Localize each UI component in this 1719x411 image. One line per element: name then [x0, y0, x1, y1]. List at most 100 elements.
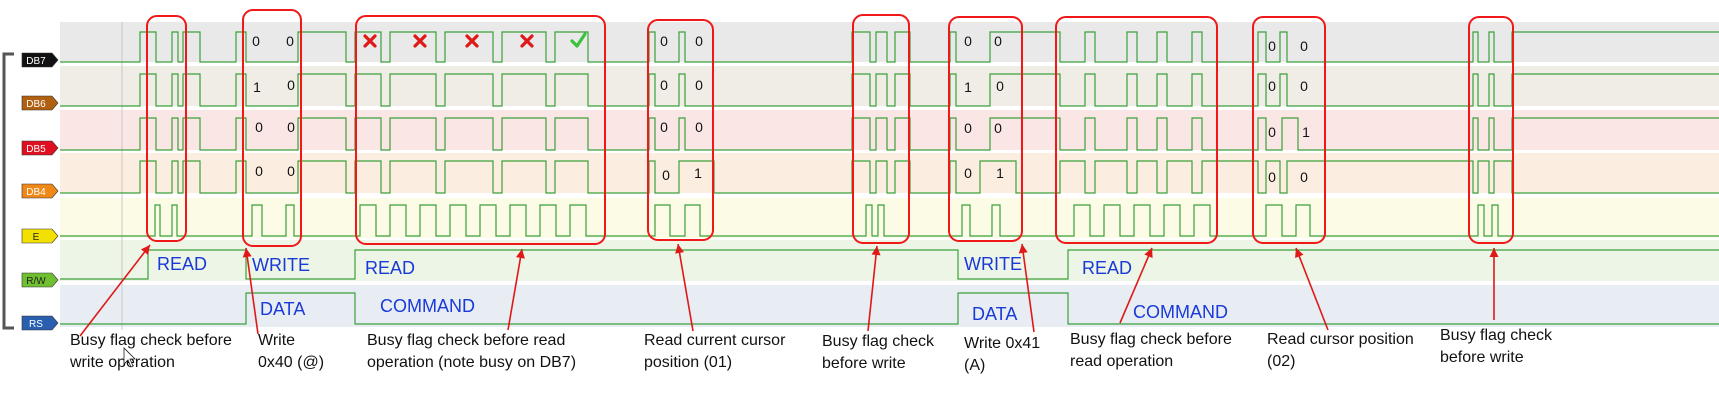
channel-group-bracket [2, 52, 14, 330]
arrow-head [675, 244, 684, 254]
bit-value: 0 [255, 119, 263, 135]
annotation-text: Read current cursor [644, 332, 786, 349]
bit-value: 0 [660, 119, 668, 135]
bit-value: 0 [287, 77, 295, 93]
bit-value: 1 [1302, 124, 1310, 140]
waveform-db7 [60, 31, 1719, 63]
bit-value: 0 [287, 119, 295, 135]
annotation-text: Busy flag check [822, 333, 935, 350]
bit-value: 0 [994, 120, 1002, 136]
waveform-db4 [60, 160, 1719, 194]
bit-value: 0 [660, 33, 668, 49]
lane-db6 [60, 66, 1719, 106]
channel-label-rw: R/W [26, 276, 46, 287]
lane-db7 [60, 22, 1719, 62]
annotation-text: write operation [69, 354, 175, 371]
bit-value: 0 [994, 33, 1002, 49]
cross-icon [520, 34, 534, 48]
waveform-rs [60, 292, 1719, 325]
annotation-text: before write [822, 355, 906, 372]
annotation-text: operation (note busy on DB7) [367, 354, 576, 371]
highlight-box-5 [852, 14, 910, 244]
bit-value: 0 [255, 163, 263, 179]
annotation-text: Busy flag check before [70, 332, 232, 349]
annotation-arrow [1021, 243, 1035, 333]
bit-value: 1 [996, 165, 1004, 181]
cross-icon [363, 34, 377, 48]
annotation-text: 0x40 (@) [258, 354, 324, 371]
bit-value: 0 [1268, 169, 1276, 185]
channel-tag-db5 [21, 140, 59, 156]
bit-value: 0 [996, 78, 1004, 94]
arrow-head [242, 248, 252, 258]
annotation-text: Busy flag check before [1070, 331, 1232, 348]
bit-value: 0 [1268, 78, 1276, 94]
annotation-text: Busy flag check [1440, 327, 1553, 344]
waveform-rw [60, 249, 1719, 280]
channel-tag-rs [21, 315, 59, 331]
highlight-box-3 [355, 15, 606, 245]
highlight-box-1 [146, 15, 187, 242]
bit-value: 0 [286, 33, 294, 49]
annotation-text: Write [258, 332, 295, 349]
bit-value: 0 [1268, 38, 1276, 54]
annotation-arrow [1119, 247, 1153, 324]
rw-label: READ [365, 258, 415, 278]
cross-icon [465, 34, 479, 48]
highlight-box-6 [948, 16, 1023, 242]
annotation-arrow [1295, 247, 1329, 331]
annotation-arrow [507, 248, 523, 331]
annotation-text: (A) [964, 357, 985, 374]
rw-label: WRITE [252, 255, 310, 275]
lane-db5 [60, 110, 1719, 150]
bit-value: 0 [662, 167, 670, 183]
lane-db4 [60, 153, 1719, 193]
channel-label-rs: RS [29, 319, 43, 330]
channel-label-db5: DB5 [26, 144, 46, 155]
bit-value: 1 [694, 165, 702, 181]
cross-icon [413, 34, 427, 48]
bit-value: 0 [695, 33, 703, 49]
annotation-text: Read cursor position [1267, 331, 1414, 348]
annotation-arrow [245, 247, 259, 335]
highlight-box-2 [242, 9, 302, 247]
waveform-db6 [60, 73, 1719, 107]
rs-label: COMMAND [380, 296, 475, 316]
lane-e [60, 198, 1719, 238]
bit-value: 0 [1300, 78, 1308, 94]
annotation-arrow [867, 245, 878, 332]
highlight-box-7 [1055, 16, 1218, 244]
bit-value: 0 [1268, 124, 1276, 140]
mouse-cursor-icon [123, 347, 136, 368]
arrow-head [140, 245, 150, 255]
highlight-box-9 [1468, 16, 1514, 244]
arrow-head [516, 249, 525, 259]
rw-label: WRITE [964, 254, 1022, 274]
waveform-db5 [60, 117, 1719, 151]
arrow-head [1144, 248, 1153, 259]
channel-tag-rw [21, 272, 59, 288]
bit-value: 0 [964, 33, 972, 49]
bit-value: 0 [1300, 169, 1308, 185]
annotation-text: position (01) [644, 354, 732, 371]
channel-label-db4: DB4 [26, 187, 46, 198]
channel-tag-db4 [21, 183, 59, 199]
bit-value: 0 [695, 77, 703, 93]
arrow-head [1295, 248, 1304, 259]
channel-tag-e [21, 228, 59, 244]
annotation-text: before write [1440, 349, 1524, 366]
rs-label: DATA [260, 299, 305, 319]
rw-label: READ [1082, 258, 1132, 278]
arrow-head [871, 246, 881, 256]
bit-value: 1 [964, 79, 972, 95]
lane-rw [60, 240, 1719, 281]
annotation-text: (02) [1267, 353, 1295, 370]
rw-label: READ [157, 254, 207, 274]
channel-label-db6: DB6 [26, 99, 46, 110]
bit-value: 0 [287, 163, 295, 179]
rs-label: COMMAND [1133, 302, 1228, 322]
annotation-text: Busy flag check before read [367, 332, 565, 349]
arrow-head [1489, 248, 1499, 257]
